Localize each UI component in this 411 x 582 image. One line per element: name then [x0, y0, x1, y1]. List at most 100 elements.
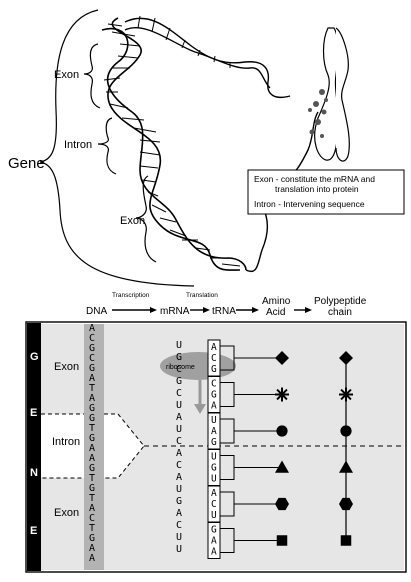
- diamond-icon: [275, 351, 289, 365]
- exon1-brace: [83, 43, 101, 109]
- dna-base: T: [89, 493, 95, 504]
- square-icon: [276, 535, 288, 546]
- dna-base: G: [89, 413, 95, 424]
- dna-base: A: [89, 553, 95, 564]
- codon-base: G: [211, 364, 217, 375]
- codon-base: G: [211, 463, 217, 474]
- hexagon-icon: [339, 497, 353, 511]
- dna-base: T: [89, 423, 95, 434]
- dna-base: G: [89, 463, 95, 474]
- mrna-base: A: [176, 508, 182, 519]
- dna-base: G: [89, 483, 95, 494]
- bottom-panel: G E N E Exon Intron Exon ACGCGATAGGTGAAG…: [25, 321, 407, 573]
- codon-base: C: [211, 499, 217, 510]
- legend-box: Exon - constitute the mRNA and translati…: [247, 169, 405, 215]
- gene-brace: [39, 9, 195, 287]
- exon-top-label: Exon: [54, 361, 79, 373]
- dna-base: A: [89, 323, 95, 334]
- flow-translation: Translation: [186, 292, 218, 299]
- gene-braces: [39, 9, 195, 287]
- chromosome-illustration: [308, 27, 350, 162]
- dna-base: G: [89, 533, 95, 544]
- intron-label: Intron: [64, 139, 92, 151]
- exon-bottom-label: Exon: [54, 507, 79, 519]
- dna-base: G: [89, 433, 95, 444]
- arrowhead-to-poly: [305, 307, 312, 313]
- codon-box: [207, 522, 221, 559]
- dna-base: T: [89, 473, 95, 484]
- gene-letter-g: G: [30, 351, 39, 363]
- mrna-base: A: [176, 448, 182, 459]
- ribosome-arrowhead: [194, 404, 206, 414]
- dna-base: A: [89, 503, 95, 514]
- mrna-base: G: [176, 496, 182, 507]
- mrna-base: U: [176, 424, 182, 435]
- intron-bottom-label: Intron: [52, 436, 80, 448]
- dna-base: G: [89, 363, 95, 374]
- mrna-base: U: [176, 532, 182, 543]
- dna-strip: [84, 324, 104, 570]
- gene-label: Gene: [8, 155, 45, 172]
- gene-letter-n: N: [30, 467, 38, 479]
- mrna-base: A: [176, 472, 182, 483]
- exon1-label: Exon: [54, 69, 79, 81]
- intron-brace: [97, 117, 117, 175]
- flow-trna: tRNA: [212, 306, 236, 317]
- codon-base: G: [211, 525, 217, 536]
- dna-helix-illustration: [101, 15, 319, 273]
- diamond-icon: [339, 351, 353, 365]
- mrna-base: C: [176, 520, 182, 531]
- codon-base: U: [211, 415, 217, 426]
- mrna-base: U: [176, 400, 182, 411]
- codon-base: A: [211, 547, 217, 558]
- mrna-base: C: [176, 436, 182, 447]
- dna-base: G: [89, 343, 95, 354]
- codon-base: C: [211, 379, 217, 390]
- polypeptide-chain: [339, 351, 353, 546]
- chromosome-bands: [308, 89, 328, 138]
- dna-base: C: [89, 333, 95, 344]
- exon2-brace: [135, 175, 157, 263]
- dna-base: A: [89, 393, 95, 404]
- ribosome-label: ribosome: [166, 364, 195, 371]
- mrna-base: C: [176, 460, 182, 471]
- triangle-icon: [275, 460, 289, 473]
- flow-amino-1: Amino: [262, 296, 291, 307]
- triangle-icon: [339, 460, 353, 473]
- chromatid-left: [314, 27, 339, 161]
- dna-base: T: [89, 523, 95, 534]
- flow-transcription: Transcription: [112, 292, 150, 299]
- mrna-base: C: [176, 364, 182, 375]
- legend-line-3: Intron - Intervening sequence: [254, 199, 365, 209]
- dna-base: G: [89, 403, 95, 414]
- exon2-label: Exon: [120, 215, 145, 227]
- codon-base: A: [211, 488, 217, 499]
- codon-base: U: [211, 452, 217, 463]
- helix-strand-b: [101, 27, 247, 271]
- arrowhead-transcription: [150, 307, 157, 313]
- mrna-base: U: [176, 340, 182, 351]
- codon-base: U: [211, 510, 217, 521]
- flow-mrna: mRNA: [160, 306, 190, 317]
- codon-base: C: [211, 353, 217, 364]
- dna-base: A: [89, 373, 95, 384]
- flow-amino-2: Acid: [266, 307, 285, 318]
- codon-base: G: [211, 437, 217, 448]
- flow-dna: DNA: [86, 306, 107, 317]
- mrna-base: G: [176, 352, 182, 363]
- dna-base: T: [89, 383, 95, 394]
- helix-upper-strand-b: [124, 27, 271, 89]
- gene-letter-e1: E: [30, 407, 37, 419]
- helix-upper-rungs: [137, 15, 231, 68]
- mrna-base: A: [176, 412, 182, 423]
- mrna-base: C: [176, 388, 182, 399]
- helix-strand-a: [107, 17, 241, 271]
- dna-base: A: [89, 453, 95, 464]
- legend-line-2: translation into protein: [275, 184, 359, 194]
- mrna-base: G: [176, 376, 182, 387]
- codon-base: A: [211, 536, 217, 547]
- dna-base: C: [89, 513, 95, 524]
